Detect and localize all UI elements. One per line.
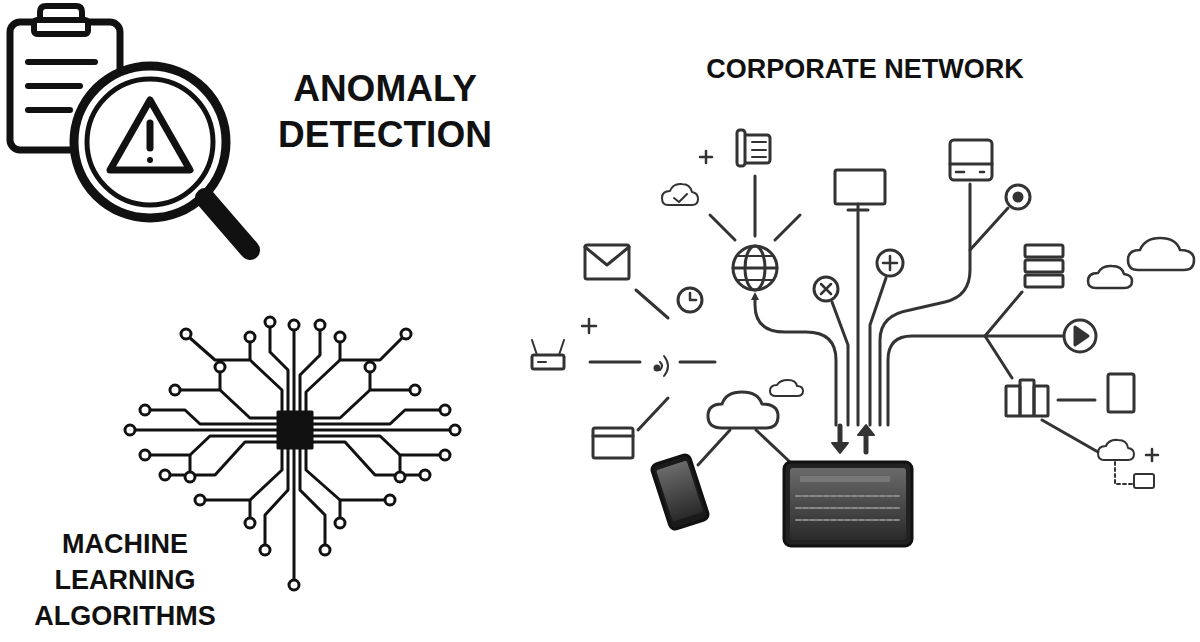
network-illustration [532,130,1194,546]
heading: CORPORATE NETWORK [660,52,1070,86]
anomaly-icon [10,6,250,250]
heading: ANOMALY DETECTION [262,66,508,158]
heading: MACHINE LEARNING ALGORITHMS [25,526,225,634]
